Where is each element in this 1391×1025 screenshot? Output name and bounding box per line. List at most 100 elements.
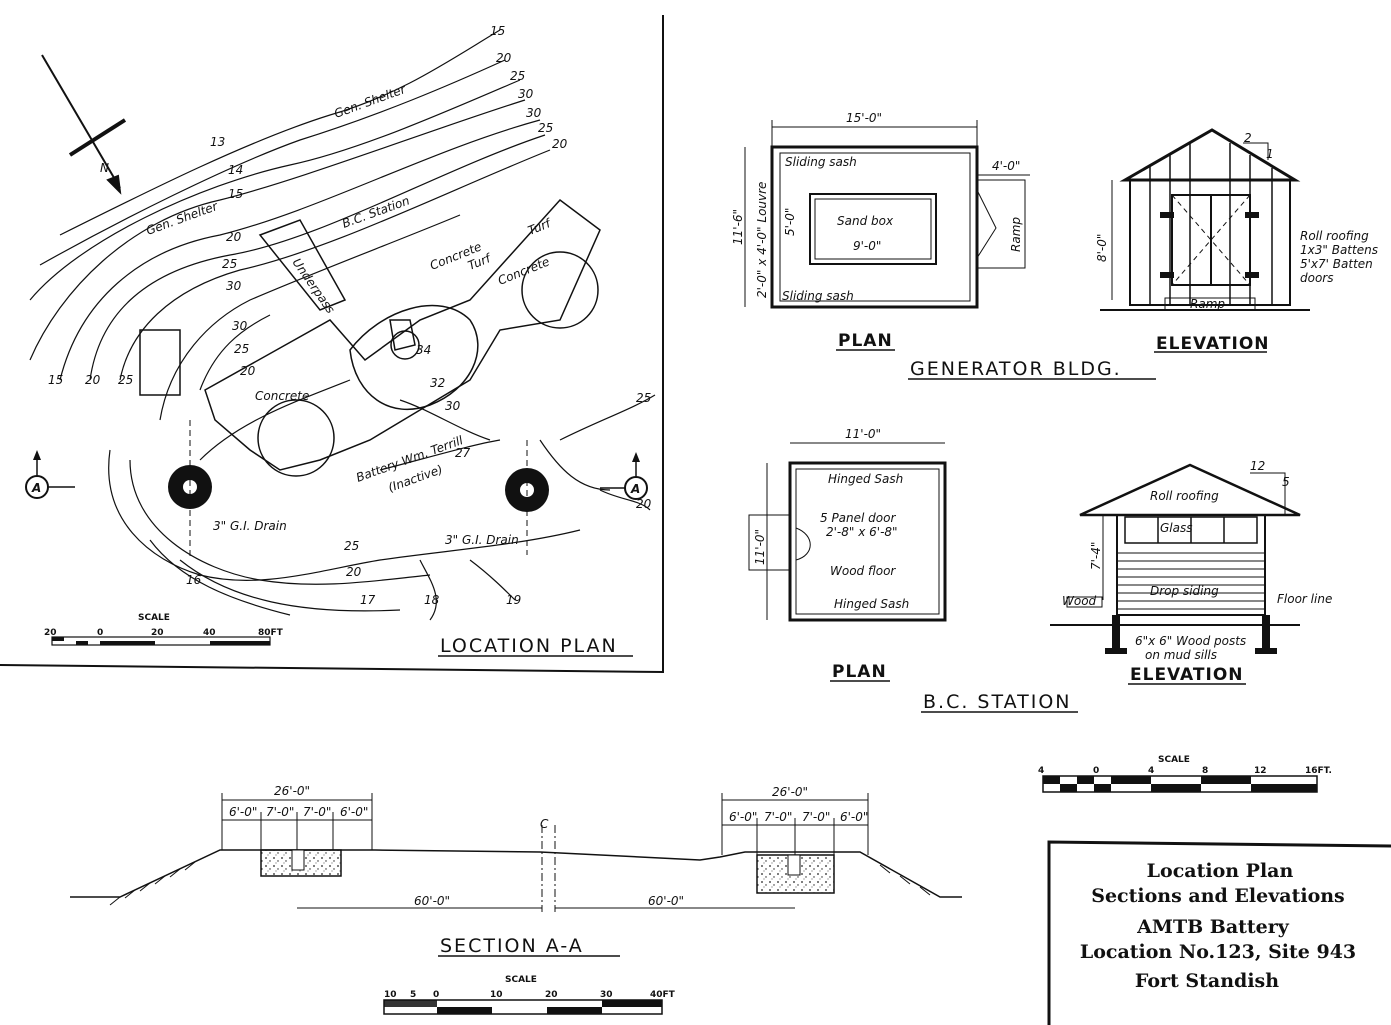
svg-text:80FT: 80FT (258, 628, 284, 638)
svg-text:16: 16 (186, 573, 202, 587)
svg-text:Hinged Sash: Hinged Sash (834, 597, 909, 611)
svg-text:6'-0": 6'-0" (840, 810, 868, 824)
svg-text:30: 30 (518, 87, 534, 101)
svg-text:Drop siding: Drop siding (1150, 584, 1219, 598)
svg-text:0: 0 (1093, 766, 1099, 776)
svg-text:11'-6": 11'-6" (731, 209, 745, 245)
title-block-line-3: AMTB Battery (1136, 916, 1290, 938)
svg-text:20: 20 (496, 51, 512, 65)
generator-bldg-plan: 15'-0" 11'-6" 2'-0" x 4'-0" Louvre 5'-0"… (731, 111, 1030, 351)
title-block-line-5: Fort Standish (1135, 970, 1279, 992)
north-arrow-icon (41, 54, 127, 195)
svg-text:Hinged Sash: Hinged Sash (828, 472, 903, 486)
svg-text:27: 27 (455, 446, 471, 460)
svg-text:60'-0": 60'-0" (648, 894, 684, 908)
svg-text:20: 20 (636, 497, 652, 511)
underpass-label: Underpass (290, 256, 338, 316)
svg-text:25: 25 (636, 391, 651, 405)
svg-text:4: 4 (1038, 766, 1044, 776)
svg-text:7'-0": 7'-0" (764, 810, 792, 824)
contour-lines (29, 29, 656, 621)
svg-text:26'-0": 26'-0" (772, 785, 808, 799)
svg-text:0: 0 (433, 990, 439, 1000)
concrete-label-3: Concrete (255, 389, 309, 403)
svg-text:5'-0": 5'-0" (783, 208, 797, 236)
svg-text:5: 5 (410, 990, 416, 1000)
svg-text:15: 15 (48, 373, 63, 387)
svg-text:11'-0": 11'-0" (845, 427, 881, 441)
svg-text:A: A (630, 482, 640, 496)
svg-text:25: 25 (510, 69, 525, 83)
svg-text:26'-0": 26'-0" (274, 784, 310, 798)
svg-text:Roll roofing: Roll roofing (1150, 489, 1219, 503)
drain-label-2: 3" G.I. Drain (445, 533, 519, 547)
svg-text:15: 15 (228, 187, 243, 201)
gun-emplacement-left (168, 465, 212, 509)
svg-text:25: 25 (538, 121, 553, 135)
generator-bldg-title: GENERATOR BLDG. (910, 358, 1122, 380)
svg-text:C: C (540, 817, 549, 831)
north-label: N (100, 161, 109, 175)
section-aa-scale: SCALE 10 5 0 10 20 30 40FT (383, 975, 676, 1015)
svg-text:9'-0": 9'-0" (853, 239, 881, 253)
svg-text:SCALE: SCALE (138, 613, 170, 623)
svg-text:30: 30 (232, 319, 248, 333)
gen-shelter-label-1: Gen. Shelter (144, 199, 220, 238)
svg-text:Wood: Wood (1062, 594, 1097, 608)
location-plan-title: LOCATION PLAN (440, 635, 618, 657)
svg-text:Sliding sash: Sliding sash (785, 155, 857, 169)
battery-emplacement (139, 198, 601, 477)
svg-text:40: 40 (203, 628, 216, 638)
svg-text:SCALE: SCALE (505, 975, 537, 985)
svg-text:6'-0": 6'-0" (229, 805, 257, 819)
generator-plan-label: PLAN (838, 331, 893, 351)
title-block-line-4: Location No.123, Site 943 (1080, 941, 1356, 963)
svg-text:14: 14 (228, 163, 243, 177)
svg-text:Ramp: Ramp (1009, 217, 1023, 252)
svg-text:7'-0": 7'-0" (266, 805, 294, 819)
svg-text:60'-0": 60'-0" (414, 894, 450, 908)
title-block: Location Plan Sections and Elevations AM… (1047, 840, 1391, 1025)
svg-text:30: 30 (600, 990, 613, 1000)
svg-text:20: 20 (44, 628, 57, 638)
svg-text:34: 34 (416, 343, 431, 357)
svg-text:1: 1 (1266, 147, 1274, 161)
svg-text:10: 10 (490, 990, 503, 1000)
svg-text:SCALE: SCALE (1158, 755, 1190, 765)
svg-text:6"x 6" Wood posts: 6"x 6" Wood posts (1135, 634, 1246, 648)
svg-text:Roll roofing: Roll roofing (1300, 229, 1369, 243)
svg-text:10: 10 (384, 990, 397, 1000)
svg-text:25: 25 (234, 342, 249, 356)
title-block-line-1: Location Plan (1147, 860, 1294, 882)
svg-text:30: 30 (226, 279, 242, 293)
bc-elevation-label: ELEVATION (1130, 665, 1244, 685)
svg-text:Floor line: Floor line (1277, 592, 1332, 606)
svg-text:8'-0": 8'-0" (1095, 234, 1109, 262)
turf-label-2: Turf (526, 216, 554, 238)
svg-text:5: 5 (1282, 475, 1290, 489)
svg-text:Sliding sash: Sliding sash (782, 289, 854, 303)
svg-text:32: 32 (430, 376, 445, 390)
svg-text:20: 20 (151, 628, 164, 638)
svg-text:19: 19 (506, 593, 521, 607)
svg-text:15'-0": 15'-0" (846, 111, 882, 125)
svg-text:5 Panel door: 5 Panel door (820, 511, 896, 525)
svg-text:2: 2 (1244, 131, 1252, 145)
svg-text:30: 30 (445, 399, 461, 413)
svg-text:20: 20 (545, 990, 558, 1000)
svg-text:Ramp: Ramp (1190, 297, 1225, 311)
generator-elevation-label: ELEVATION (1156, 334, 1270, 354)
location-plan-scale: SCALE 20 0 20 40 80FT (44, 613, 284, 646)
bc-plan-label: PLAN (832, 662, 887, 682)
svg-text:doors: doors (1300, 271, 1334, 285)
svg-text:8: 8 (1202, 766, 1208, 776)
section-aa-title: SECTION A-A (440, 935, 584, 957)
svg-text:1x3" Battens: 1x3" Battens (1300, 243, 1378, 257)
svg-text:6'-0": 6'-0" (340, 805, 368, 819)
svg-text:30: 30 (526, 106, 542, 120)
svg-text:20: 20 (552, 137, 568, 151)
svg-text:25: 25 (222, 257, 237, 271)
svg-text:17: 17 (360, 593, 376, 607)
svg-text:4: 4 (1148, 766, 1154, 776)
